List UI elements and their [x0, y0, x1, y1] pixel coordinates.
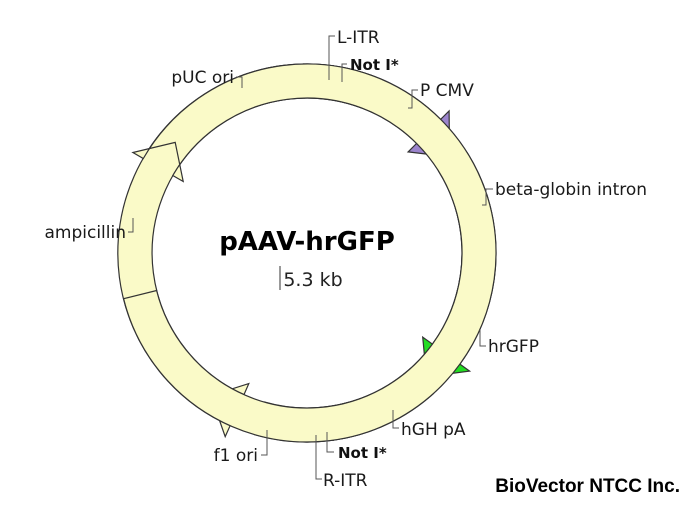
- beta-globin-intron-label: beta-globin intron: [495, 180, 647, 200]
- l-itr-label: L-ITR: [337, 28, 380, 48]
- f1-ori-label: f1 ori: [214, 446, 258, 466]
- r-itr-label: R-ITR: [323, 471, 368, 491]
- hrgfp-label: hrGFP: [488, 337, 539, 357]
- ampicillin-arrow: [122, 63, 497, 443]
- hrgfp-leader: [479, 330, 486, 347]
- hgh-pa-leader: [392, 410, 399, 429]
- not1-bottom-leader: [326, 432, 334, 453]
- puc-ori-label: pUC ori: [171, 68, 234, 88]
- p-cmv-label: P CMV: [420, 81, 474, 101]
- puc-ori-leader: [236, 76, 243, 88]
- r-itr-leader: [315, 435, 322, 480]
- not1-top-leader: [341, 63, 347, 82]
- ampicillin-label: ampicillin: [44, 223, 126, 243]
- ampicillin-leader: [128, 218, 134, 233]
- beta-globin-leader: [482, 188, 493, 206]
- l-itr-leader: [328, 35, 335, 80]
- not1-top-label: Not I*: [350, 56, 399, 74]
- hgh-pa-label: hGH pA: [401, 420, 466, 440]
- plasmid-size: 5.3 kb: [283, 269, 342, 291]
- company-brand: BioVector NTCC Inc.: [495, 476, 680, 497]
- p-cmv-leader: [408, 89, 418, 109]
- not1-bottom-label: Not I*: [338, 444, 387, 462]
- plasmid-name: pAAV-hrGFP: [219, 227, 395, 257]
- f1-ori-leader: [261, 430, 268, 456]
